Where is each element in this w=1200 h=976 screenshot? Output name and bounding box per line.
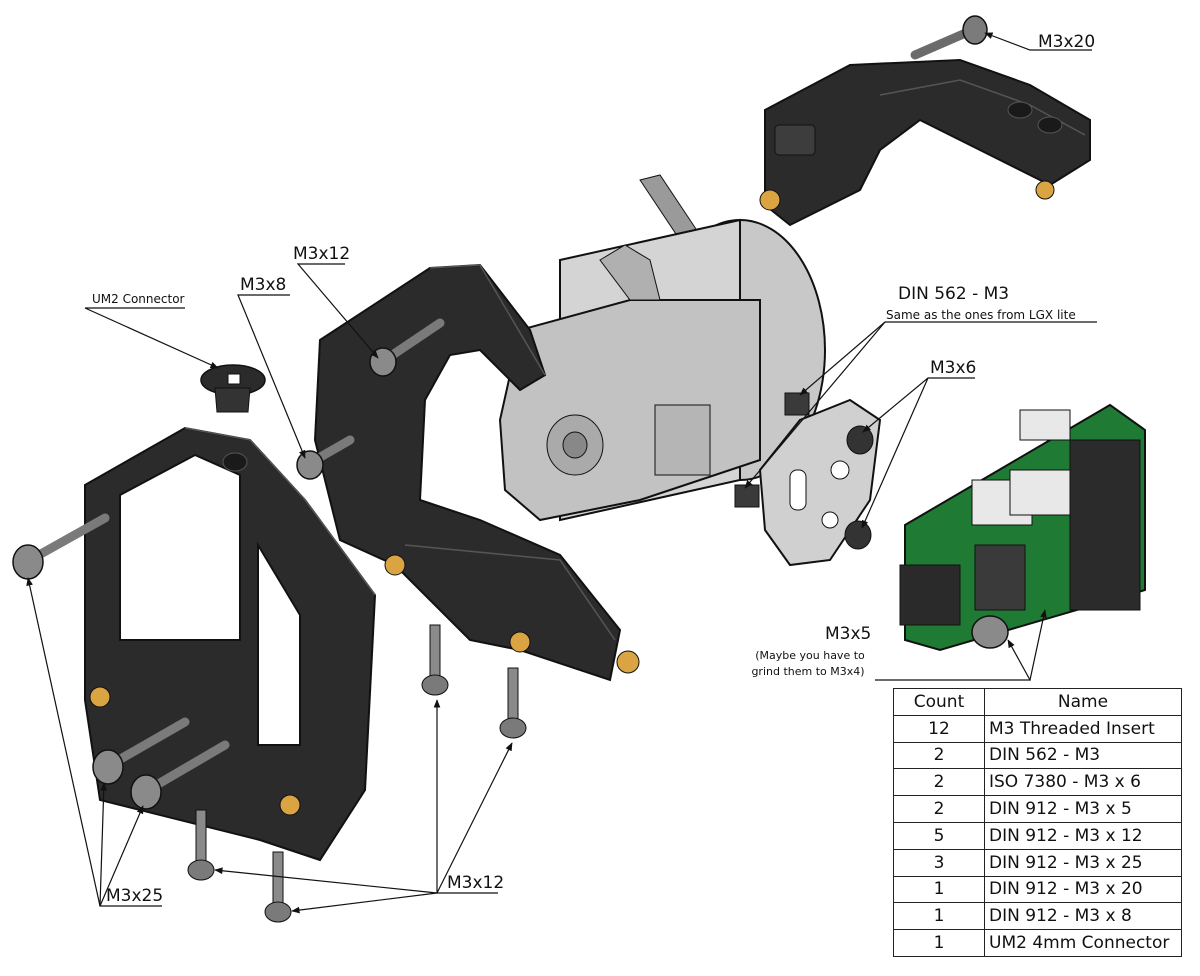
screw-m3x5 <box>971 615 1009 649</box>
label-um2-connector: UM2 Connector <box>92 292 185 306</box>
bom-count: 2 <box>893 768 985 797</box>
label-m3x5-note-line1: (Maybe you have to <box>755 649 865 662</box>
bom-name: DIN 912 - M3 x 8 <box>984 902 1182 931</box>
bom-count: 1 <box>893 902 985 931</box>
brass-insert <box>509 631 531 653</box>
brass-insert <box>759 189 781 211</box>
bom-header-name: Name <box>984 688 1182 716</box>
bom-name: M3 Threaded Insert <box>984 714 1182 743</box>
screw-m3x12-vertical <box>421 624 449 696</box>
label-m3x5-note-line2: grind them to M3x4) <box>751 665 865 678</box>
screw-m3x12-vertical <box>499 667 527 739</box>
um2-connector-part <box>200 364 266 413</box>
screw-m3x25 <box>92 717 190 785</box>
label-m3x25: M3x25 <box>106 886 164 906</box>
brass-insert <box>89 686 111 708</box>
bom-name: DIN 912 - M3 x 20 <box>984 875 1182 904</box>
brass-insert <box>616 650 640 674</box>
stepper-motor-part <box>498 174 826 522</box>
bom-count: 3 <box>893 848 985 877</box>
bom-header-row: Count Name <box>893 688 1182 716</box>
bom-count: 5 <box>893 821 985 850</box>
motor-bracket-part <box>764 58 1091 227</box>
label-m3x8: M3x8 <box>240 275 287 295</box>
screw-m3x12-vertical <box>264 851 292 923</box>
label-m3x6: M3x6 <box>930 358 977 378</box>
bom-count: 12 <box>893 714 985 743</box>
brass-insert <box>279 794 301 816</box>
bom-name: DIN 562 - M3 <box>984 741 1182 770</box>
label-m3x12-top: M3x12 <box>293 244 351 264</box>
brass-insert <box>1035 180 1055 200</box>
bom-count: 2 <box>893 741 985 770</box>
screw-m3x12-vertical <box>187 809 215 881</box>
bom-header-count: Count <box>893 688 985 716</box>
bom-name: UM2 4mm Connector <box>984 929 1182 957</box>
screw-head-m3x12 <box>369 347 397 377</box>
leader-lines <box>26 32 1097 914</box>
bom-name: DIN 912 - M3 x 5 <box>984 795 1182 823</box>
brass-insert <box>384 554 406 576</box>
square-nut <box>734 484 760 508</box>
bom-count: 2 <box>893 795 985 823</box>
screw-head-m3x8 <box>296 450 324 480</box>
label-m3x5: M3x5 <box>825 624 872 644</box>
square-nut <box>784 392 810 416</box>
label-din562-note: Same as the ones from LGX lite <box>886 308 1076 322</box>
bom-name: DIN 912 - M3 x 12 <box>984 821 1182 850</box>
label-din562: DIN 562 - M3 <box>898 284 1010 304</box>
bom-count: 1 <box>893 875 985 904</box>
bom-name: ISO 7380 - M3 x 6 <box>984 768 1182 797</box>
bom-count: 1 <box>893 929 985 957</box>
bom-name: DIN 912 - M3 x 25 <box>984 848 1182 877</box>
pcb-board-part <box>899 403 1146 652</box>
screw-m3x25 <box>130 740 230 810</box>
label-m3x12-bottom: M3x12 <box>447 873 505 893</box>
label-m3x20: M3x20 <box>1038 32 1096 52</box>
bracket-screw-m3x20 <box>910 15 988 60</box>
